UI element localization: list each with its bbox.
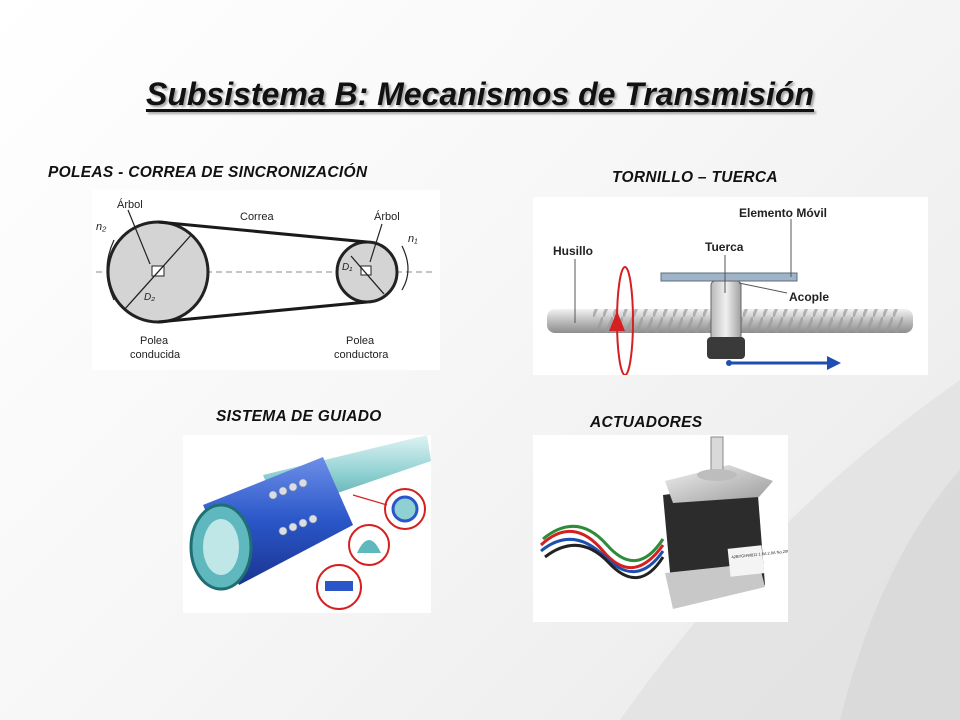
polea-conducida-line1: Polea [140,335,169,347]
n1-label: n₁ [408,233,418,245]
arbol-left-label: Árbol [117,198,143,211]
polea-conductora-line1: Polea [346,335,375,347]
guiado-caption: SISTEMA DE GUIADO [216,408,382,425]
tuerca-label: Tuerca [705,240,744,254]
d1-label: D₁ [342,262,352,273]
polea-conductora-line2: conductora [334,349,389,361]
linear-guide-illustration [183,435,431,613]
screw-nut-diagram: Elemento Móvil Husillo Tuerca Acople [533,197,928,375]
poleas-caption: POLEAS - CORREA DE SINCRONIZACIÓN [48,164,368,181]
n2-label: n₂ [96,221,107,233]
elemento-movil-label: Elemento Móvil [739,206,827,220]
actuadores-caption: ACTUADORES [590,414,703,431]
correa-label: Correa [240,211,275,223]
tornillo-caption: TORNILLO – TUERCA [612,169,778,186]
d2-label: D₂ [144,292,155,303]
acople-label: Acople [789,290,829,304]
motor-top-cap [665,465,773,503]
stepper-motor-photo: 42BYGHW811 1.6A 2.0A No.2009.1125 [533,435,788,622]
motor-shaft [710,436,724,474]
pulley-belt-diagram: Árbol Árbol Correa n₂ n₁ D₁ D₂ Polea con… [92,190,440,370]
slide-title: Subsistema B: Mecanismos de Transmisión [145,76,815,112]
nut-block [710,280,742,346]
arbol-right-label: Árbol [374,210,400,223]
moving-element-bar [660,272,798,282]
husillo-label: Husillo [553,244,593,258]
polea-conducida-line2: conducida [130,349,181,361]
